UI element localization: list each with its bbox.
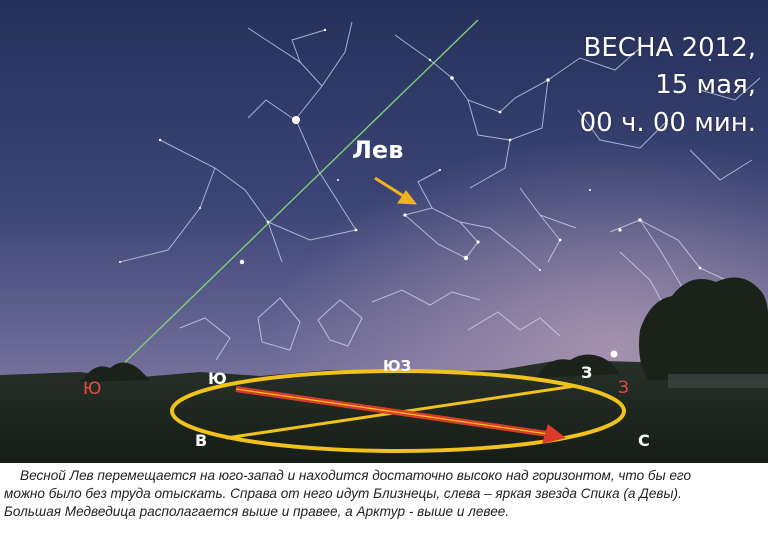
horizon-fence xyxy=(668,374,768,388)
stars xyxy=(119,28,732,358)
leo-label: Лев xyxy=(352,136,404,164)
caption-line-2: можно было без труда отыскать. Справа от… xyxy=(4,486,682,501)
direction-south: Ю xyxy=(208,369,227,388)
caption: Весной Лев перемещается на юго-запад и н… xyxy=(0,464,768,540)
direction-southwest: ЮЗ xyxy=(383,357,412,375)
direction-west-red: З xyxy=(618,378,629,398)
title-season: ВЕСНА 2012, xyxy=(583,33,756,63)
direction-west: З xyxy=(581,363,593,382)
direction-east: В xyxy=(195,431,208,450)
motion-arrow xyxy=(235,386,566,444)
ecliptic-line xyxy=(114,19,479,373)
title-time: 00 ч. 00 мин. xyxy=(579,108,756,138)
night-sky-scene xyxy=(0,0,768,463)
horizon-ellipse xyxy=(170,369,626,453)
title-date: 15 мая, xyxy=(655,70,756,100)
leo-pointer-arrow xyxy=(374,176,418,205)
direction-north: С xyxy=(638,431,650,450)
caption-line-1: Весной Лев перемещается на юго-запад и н… xyxy=(20,468,692,483)
direction-south-red: Ю xyxy=(83,379,102,399)
caption-line-3: Большая Медведица располагается выше и п… xyxy=(4,504,510,519)
trees xyxy=(80,277,768,382)
constellation-lines xyxy=(119,21,761,361)
